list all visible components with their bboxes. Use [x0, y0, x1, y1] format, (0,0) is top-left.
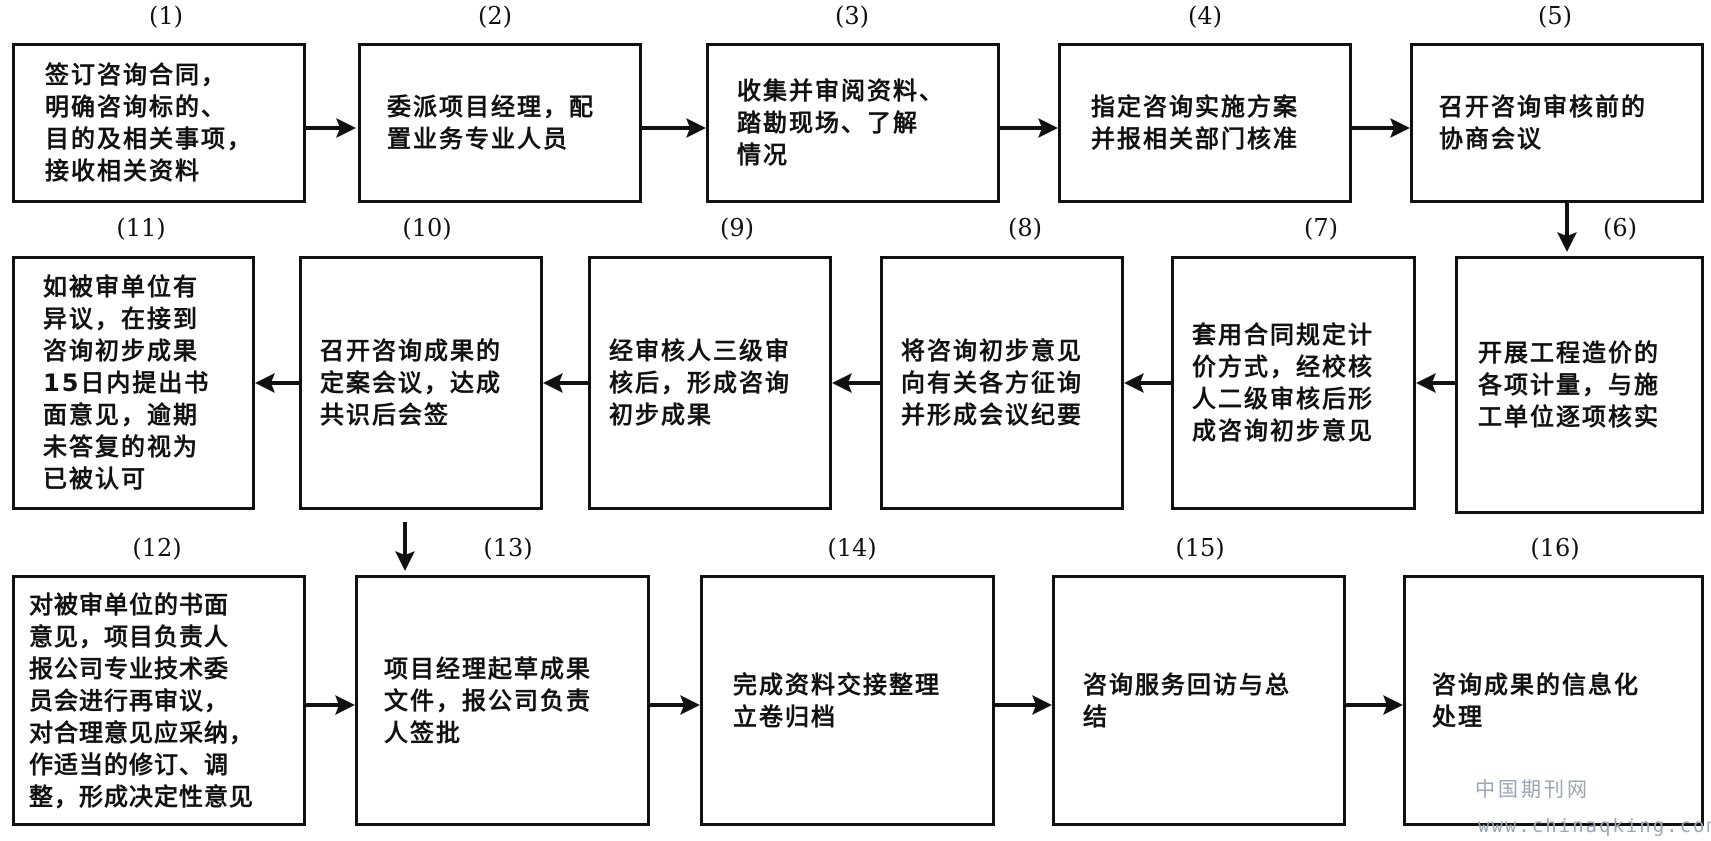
step-number-1: (1) [149, 2, 183, 30]
step-text-14: 完成资料交接整理 立卷归档 [733, 670, 941, 731]
step-box-3: 收集并审阅资料、 踏勘现场、了解 情况 [706, 43, 1000, 203]
step-box-4: 指定咨询实施方案 并报相关部门核准 [1058, 43, 1352, 203]
step-text-9: 经审核人三级审 核后，形成咨询 初步成果 [609, 337, 791, 429]
arrow-4-to-5 [1352, 118, 1410, 138]
step-box-10: 召开咨询成果的 定案会议，达成 共识后会签 [299, 256, 543, 510]
arrow-14-to-15 [995, 695, 1052, 715]
step-text-4: 指定咨询实施方案 并报相关部门核准 [1091, 93, 1299, 153]
step-text-8: 将咨询初步意见 向有关各方征询 并形成会议纪要 [901, 337, 1083, 429]
step-box-1: 签订咨询合同， 明确咨询标的、 目的及相关事项， 接收相关资料 [12, 43, 306, 203]
step-box-15: 咨询服务回访与总 结 [1052, 575, 1346, 826]
watermark-site-name: 中国期刊网 [1475, 777, 1590, 801]
step-text-13: 项目经理起草成果 文件，报公司负责 人签批 [384, 654, 592, 747]
step-text-5: 召开咨询审核前的 协商会议 [1439, 93, 1647, 153]
step-text-1: 签订咨询合同， 明确咨询标的、 目的及相关事项， 接收相关资料 [45, 61, 253, 185]
step-text-2: 委派项目经理，配 置业务专业人员 [387, 93, 595, 153]
step-number-16: (16) [1530, 534, 1580, 562]
step-box-6: 开展工程造价的 各项计量，与施 工单位逐项核实 [1455, 256, 1704, 514]
step-number-2: (2) [478, 2, 512, 30]
step-text-12: 对被审单位的书面 意见，项目负责人 报公司专业技术委 员会进行再审议， 对合理意… [29, 590, 254, 811]
step-box-9: 经审核人三级审 核后，形成咨询 初步成果 [588, 256, 832, 510]
step-number-7: (7) [1304, 214, 1338, 242]
step-text-10: 召开咨询成果的 定案会议，达成 共识后会签 [320, 337, 502, 429]
watermark-url: www.chinaqking.com [1478, 815, 1711, 837]
step-number-8: (8) [1008, 214, 1042, 242]
arrow-8-to-9 [832, 373, 880, 393]
step-text-6: 开展工程造价的 各项计量，与施 工单位逐项核实 [1478, 339, 1660, 431]
step-number-13: (13) [483, 534, 533, 562]
step-number-4: (4) [1188, 2, 1222, 30]
step-number-11: (11) [116, 214, 166, 242]
step-number-15: (15) [1175, 534, 1225, 562]
step-number-14: (14) [827, 534, 877, 562]
step-number-12: (12) [132, 534, 182, 562]
step-text-3: 收集并审阅资料、 踏勘现场、了解 情况 [737, 77, 945, 169]
arrow-10-to-13 [395, 522, 415, 571]
step-number-5: (5) [1538, 2, 1572, 30]
step-box-12: 对被审单位的书面 意见，项目负责人 报公司专业技术委 员会进行再审议， 对合理意… [12, 575, 306, 826]
step-number-6: (6) [1603, 214, 1637, 242]
step-box-11: 如被审单位有 异议，在接到 咨询初步成果 15日内提出书 面意见，逾期 未答复的… [12, 256, 255, 510]
step-box-16: 咨询成果的信息化 处理 [1403, 575, 1704, 826]
arrow-3-to-4 [1000, 118, 1058, 138]
step-box-5: 召开咨询审核前的 协商会议 [1410, 43, 1704, 203]
step-box-14: 完成资料交接整理 立卷归档 [700, 575, 995, 826]
step-text-7: 套用合同规定计 价方式，经校核 人二级审核后形 成咨询初步意见 [1192, 321, 1374, 445]
arrow-13-to-14 [650, 695, 700, 715]
step-box-2: 委派项目经理，配 置业务专业人员 [358, 43, 642, 203]
arrow-1-to-2 [306, 118, 356, 138]
arrow-15-to-16 [1346, 695, 1403, 715]
step-box-13: 项目经理起草成果 文件，报公司负责 人签批 [355, 575, 650, 826]
step-number-3: (3) [835, 2, 869, 30]
arrow-6-to-7 [1416, 373, 1455, 393]
arrow-10-to-11 [255, 373, 299, 393]
step-text-11: 如被审单位有 异议，在接到 咨询初步成果 15日内提出书 面意见，逾期 未答复的… [43, 273, 211, 493]
arrow-9-to-10 [543, 373, 588, 393]
step-box-8: 将咨询初步意见 向有关各方征询 并形成会议纪要 [880, 256, 1124, 510]
arrow-2-to-3 [642, 118, 706, 138]
step-text-15: 咨询服务回访与总 结 [1083, 670, 1291, 731]
arrow-7-to-8 [1124, 373, 1171, 393]
step-box-7: 套用合同规定计 价方式，经校核 人二级审核后形 成咨询初步意见 [1171, 256, 1416, 510]
step-number-10: (10) [402, 214, 452, 242]
arrow-12-to-13 [306, 695, 355, 715]
step-text-16: 咨询成果的信息化 处理 [1432, 670, 1640, 731]
step-number-9: (9) [720, 214, 754, 242]
